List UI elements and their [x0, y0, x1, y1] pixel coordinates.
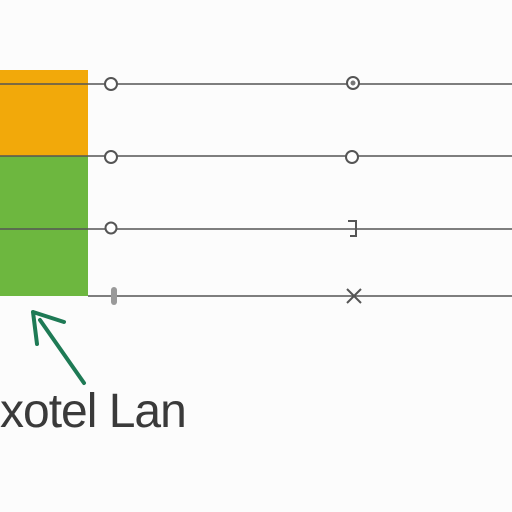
circle-marker-inner — [350, 80, 356, 86]
circle-marker — [104, 77, 118, 91]
tick-marker — [111, 287, 117, 305]
left-markers — [104, 77, 118, 305]
right-markers — [345, 76, 362, 304]
caption-text: xotel Lan — [0, 385, 187, 438]
hook-marker — [348, 220, 357, 237]
green-block — [0, 156, 88, 296]
circle-marker — [104, 221, 118, 235]
arrow-head — [31, 310, 66, 346]
cross-marker — [346, 288, 362, 304]
orange-block — [0, 70, 88, 156]
row-lines — [0, 83, 512, 297]
circle-marker — [345, 150, 359, 164]
arrow-shaft — [38, 318, 86, 385]
circle-marker — [104, 150, 118, 164]
pointer-arrow — [31, 310, 86, 385]
